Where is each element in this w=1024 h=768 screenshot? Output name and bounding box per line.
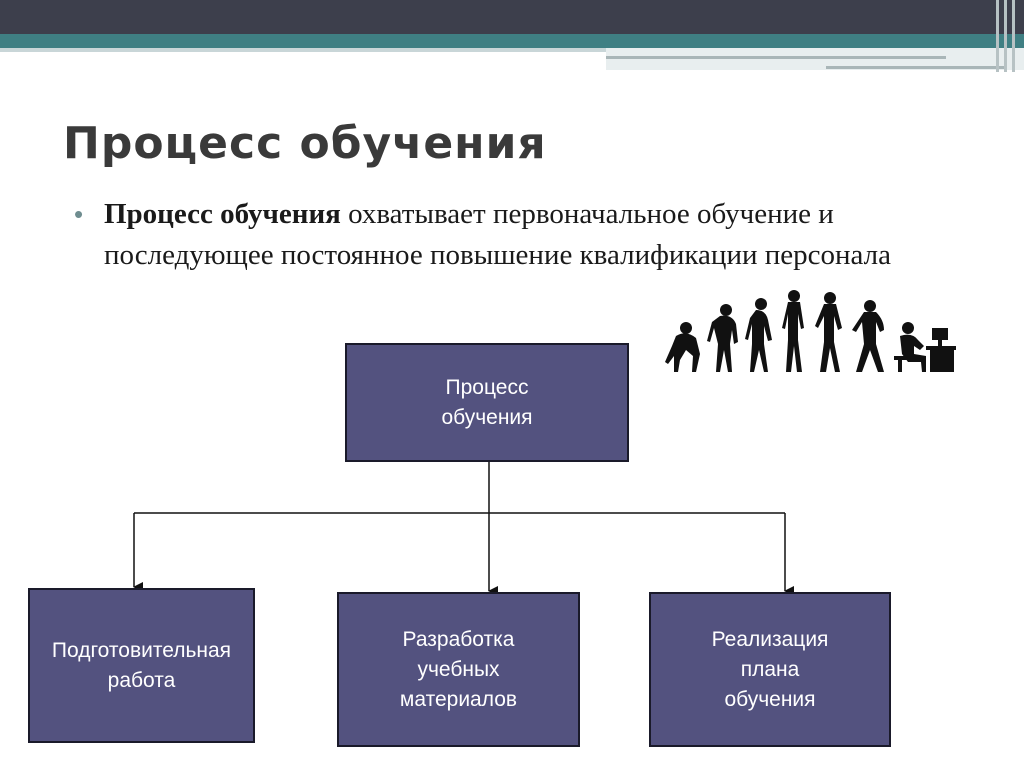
bullet-bold-term: Процесс обучения (104, 198, 341, 230)
header-band-teal (0, 34, 1024, 48)
header-band-line (606, 56, 946, 59)
bullet-text: Процесс обучения охватывает первоначальн… (104, 194, 924, 276)
header-band-light (0, 48, 608, 52)
node-plan-implementation: Реализация плана обучения (649, 592, 891, 747)
evolution-figure (665, 322, 700, 372)
human-evolution-icon (665, 290, 956, 372)
header-band-dark (0, 0, 1024, 34)
header-band-line (826, 66, 1006, 69)
evolution-figure (745, 298, 772, 372)
header-band-edge (1012, 0, 1015, 72)
bullet-description: охватывает первоначальное обучение и пос… (104, 198, 891, 271)
slide-title: Процесс обучения (63, 118, 547, 169)
evolution-figure (707, 304, 738, 372)
node-learning-process: Процесс обучения (345, 343, 629, 462)
evolution-figure (782, 290, 804, 372)
node-material-development: Разработка учебных материалов (337, 592, 580, 747)
header-band-step (606, 48, 1024, 70)
node-preparatory-work: Подготовительная работа (28, 588, 255, 743)
evolution-figure (815, 292, 842, 372)
header-band-edge (996, 0, 999, 72)
bullet-dot-icon: • (74, 199, 84, 229)
evolution-figure (894, 322, 956, 372)
evolution-figure (852, 300, 884, 372)
header-band-edge (1004, 0, 1007, 72)
